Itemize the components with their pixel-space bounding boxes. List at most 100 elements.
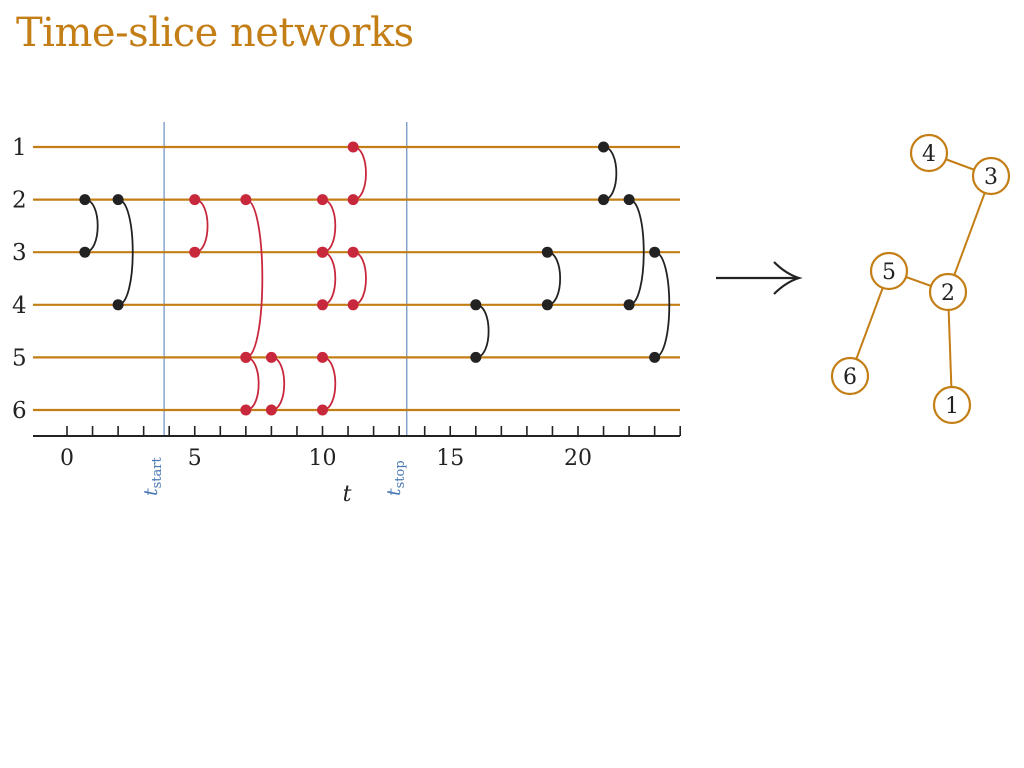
contact-arc <box>322 251 337 306</box>
node-label-3: 3 <box>12 240 27 266</box>
contact-2 <box>189 194 209 258</box>
node-label-4: 4 <box>12 293 27 319</box>
network-node-label: 5 <box>882 260 896 285</box>
contact-dot <box>317 246 328 258</box>
contact-dot <box>347 141 359 153</box>
network-node-4: 4 <box>909 133 949 173</box>
contact-dot <box>240 351 252 363</box>
contact-4 <box>240 351 260 416</box>
contact-11 <box>470 299 490 363</box>
slide-title: Time-slice networks <box>16 10 414 56</box>
contact-dot <box>649 246 661 258</box>
window-stop-label: tstop <box>383 460 408 496</box>
window-start-label: tstart <box>140 456 165 496</box>
contact-dot <box>347 194 359 206</box>
network-node-circle <box>869 251 909 291</box>
contact-dot <box>317 351 328 363</box>
network-node-5: 5 <box>869 251 909 291</box>
contact-dot <box>347 246 359 258</box>
window-stop-label-sub: stop <box>393 460 408 488</box>
contact-1 <box>112 194 134 311</box>
contact-dot <box>541 246 553 258</box>
edge-2-3 <box>947 175 992 293</box>
contact-dot <box>347 299 359 311</box>
time-axis: 0 5 10 15 20 t <box>33 426 682 507</box>
contact-dot <box>112 299 124 311</box>
contact-14 <box>623 194 645 311</box>
contact-9 <box>347 141 367 206</box>
network-node-2: 2 <box>928 272 968 312</box>
network-node-3: 3 <box>971 156 1011 196</box>
contact-dot <box>317 299 328 311</box>
contact-arc <box>628 198 645 306</box>
network-node-circle <box>830 356 870 396</box>
contact-dot <box>541 299 553 311</box>
transform-arrow-group <box>716 261 803 295</box>
x-tick-label: 5 <box>188 446 202 471</box>
network-node-label: 4 <box>922 142 936 167</box>
x-tick-label: 0 <box>60 446 74 471</box>
contact-3 <box>240 194 264 363</box>
contact-arc <box>475 303 490 359</box>
contact-arc <box>194 198 209 254</box>
contact-dot <box>79 194 91 206</box>
contact-dot <box>317 404 328 416</box>
network-node-label: 3 <box>984 165 998 190</box>
contact-0 <box>79 194 99 258</box>
arrow-head <box>773 261 803 295</box>
window-start-label-sub: start <box>150 456 165 488</box>
contact-dot <box>189 194 201 206</box>
node-label-6: 6 <box>12 398 27 424</box>
network-node-circle <box>971 156 1011 196</box>
contact-dot <box>112 194 124 206</box>
contact-10 <box>347 246 367 311</box>
network-node-label: 2 <box>941 281 955 306</box>
contact-dot <box>240 404 252 416</box>
contact-arc <box>245 356 260 411</box>
node-label-2: 2 <box>12 188 27 214</box>
node-label-5: 5 <box>12 345 27 371</box>
network-node-6: 6 <box>830 356 870 396</box>
contact-arc <box>271 356 286 411</box>
network-node-label: 6 <box>843 365 857 390</box>
contact-dot <box>598 141 610 153</box>
contact-arc <box>352 251 367 306</box>
contact-arc <box>654 251 671 359</box>
contact-5 <box>265 351 286 416</box>
contact-dot <box>649 351 661 363</box>
contact-13 <box>598 141 618 206</box>
contact-arc <box>245 198 264 359</box>
contact-dot <box>470 299 482 311</box>
contact-15 <box>649 246 671 363</box>
contact-12 <box>541 246 562 311</box>
contact-dot <box>189 246 201 258</box>
network-node-circle <box>909 133 949 173</box>
contact-arc <box>322 356 337 411</box>
window-start-label-main: t <box>140 488 162 496</box>
network-node-circle <box>928 272 968 312</box>
contact-dot <box>240 194 252 206</box>
contact-8 <box>317 351 337 416</box>
contact-dot <box>470 351 482 363</box>
contact-dot <box>265 351 277 363</box>
x-tick-label: 10 <box>309 446 337 471</box>
network-node-circle <box>932 385 972 425</box>
contact-arc <box>322 198 337 254</box>
node-label-1: 1 <box>12 135 27 161</box>
contact-arc <box>117 198 134 306</box>
x-tick-label: 15 <box>436 446 464 471</box>
x-tick-label: 20 <box>564 446 592 471</box>
contact-arc <box>84 198 99 254</box>
contacts-group <box>79 141 671 416</box>
contact-dot <box>79 246 91 258</box>
window-stop-label-main: t <box>383 488 405 496</box>
x-axis-label: t <box>343 482 352 507</box>
contact-dot <box>317 194 328 206</box>
contact-arc <box>352 146 367 201</box>
contact-arc <box>603 146 618 201</box>
contact-dot <box>598 194 610 206</box>
contact-7 <box>317 246 337 311</box>
